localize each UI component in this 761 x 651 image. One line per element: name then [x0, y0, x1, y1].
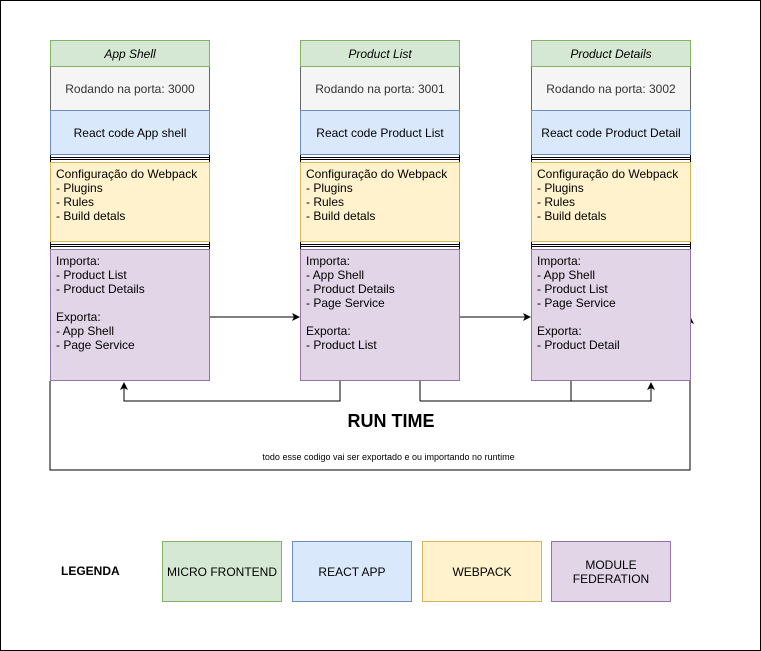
webpack-config-box: Configuração do Webpack - Plugins - Rule…	[50, 162, 210, 242]
arrow-runtime-to-productdetails	[420, 382, 655, 402]
webpack-line: Configuração do Webpack	[306, 167, 448, 181]
react-code-box: React code App shell	[50, 110, 210, 155]
federation-line: Exporta:	[306, 324, 351, 338]
federation-line: - Page Service	[56, 338, 135, 352]
react-code-box: React code Product Detail	[531, 110, 691, 155]
module-federation-box: Importa: - App Shell - Product List - Pa…	[531, 249, 691, 381]
runtime-label: RUN TIME	[347, 411, 435, 431]
federation-line: - Product List	[537, 282, 608, 296]
react-code-box: React code Product List	[300, 110, 460, 155]
module-federation-box: Importa: - App Shell - Product Details -…	[300, 249, 460, 381]
webpack-line: Configuração do Webpack	[537, 167, 679, 181]
webpack-line: Configuração do Webpack	[56, 167, 198, 181]
federation-line: - Product List	[306, 338, 377, 352]
federation-line: - App Shell	[56, 324, 115, 338]
legend-react-app: REACT APP	[292, 541, 412, 602]
federation-line: - App Shell	[537, 268, 596, 282]
arrow-runtime-loop-to-productdetails	[49, 316, 694, 471]
microfrontend-title: Product List	[300, 40, 460, 67]
federation-line	[306, 310, 454, 324]
microfrontend-title: App Shell	[50, 40, 210, 67]
column-product-details: Product Details Rodando na porta: 3002 R…	[531, 40, 691, 381]
port-label: Rodando na porta: 3000	[50, 67, 210, 111]
arrow-runtime-to-appshell	[120, 381, 341, 402]
separator	[531, 242, 691, 249]
webpack-config-box: Configuração do Webpack - Plugins - Rule…	[300, 162, 460, 242]
federation-line: Exporta:	[56, 310, 101, 324]
federation-line: Exporta:	[537, 324, 582, 338]
separator	[531, 155, 691, 162]
webpack-line: - Build detals	[306, 209, 376, 223]
legend-webpack: WEBPACK	[422, 541, 542, 602]
module-federation-box: Importa: - Product List - Product Detail…	[50, 249, 210, 381]
federation-line	[56, 296, 204, 310]
webpack-line: - Rules	[306, 195, 345, 209]
webpack-line: - Plugins	[306, 181, 353, 195]
port-label: Rodando na porta: 3002	[531, 67, 691, 111]
port-label: Rodando na porta: 3001	[300, 67, 460, 111]
column-product-list: Product List Rodando na porta: 3001 Reac…	[300, 40, 460, 381]
webpack-line: - Build detals	[537, 209, 607, 223]
legend-micro-frontend: MICRO FRONTEND	[162, 541, 282, 602]
webpack-line: - Build detals	[56, 209, 126, 223]
federation-line: - App Shell	[306, 268, 365, 282]
webpack-line: - Rules	[537, 195, 576, 209]
separator	[300, 155, 460, 162]
federation-line: - Page Service	[537, 296, 616, 310]
webpack-line: - Plugins	[537, 181, 584, 195]
federation-line: - Product Details	[306, 282, 395, 296]
separator	[300, 242, 460, 249]
legend-module-federation: MODULE FEDERATION	[551, 541, 671, 602]
legend-title: LEGENDA	[61, 564, 120, 578]
federation-line: Importa:	[56, 254, 101, 268]
runtime-note: todo esse codigo vai ser exportado e ou …	[262, 452, 515, 462]
separator	[50, 155, 210, 162]
column-app-shell: App Shell Rodando na porta: 3000 React c…	[50, 40, 210, 381]
webpack-config-box: Configuração do Webpack - Plugins - Rule…	[531, 162, 691, 242]
separator	[50, 242, 210, 249]
federation-line: Importa:	[537, 254, 582, 268]
federation-line	[537, 310, 685, 324]
webpack-line: - Plugins	[56, 181, 103, 195]
federation-line: Importa:	[306, 254, 351, 268]
federation-line: - Product Detail	[537, 338, 620, 352]
microfrontend-title: Product Details	[531, 40, 691, 67]
federation-line: - Product Details	[56, 282, 145, 296]
federation-line: - Page Service	[306, 296, 385, 310]
webpack-line: - Rules	[56, 195, 95, 209]
federation-line: - Product List	[56, 268, 127, 282]
